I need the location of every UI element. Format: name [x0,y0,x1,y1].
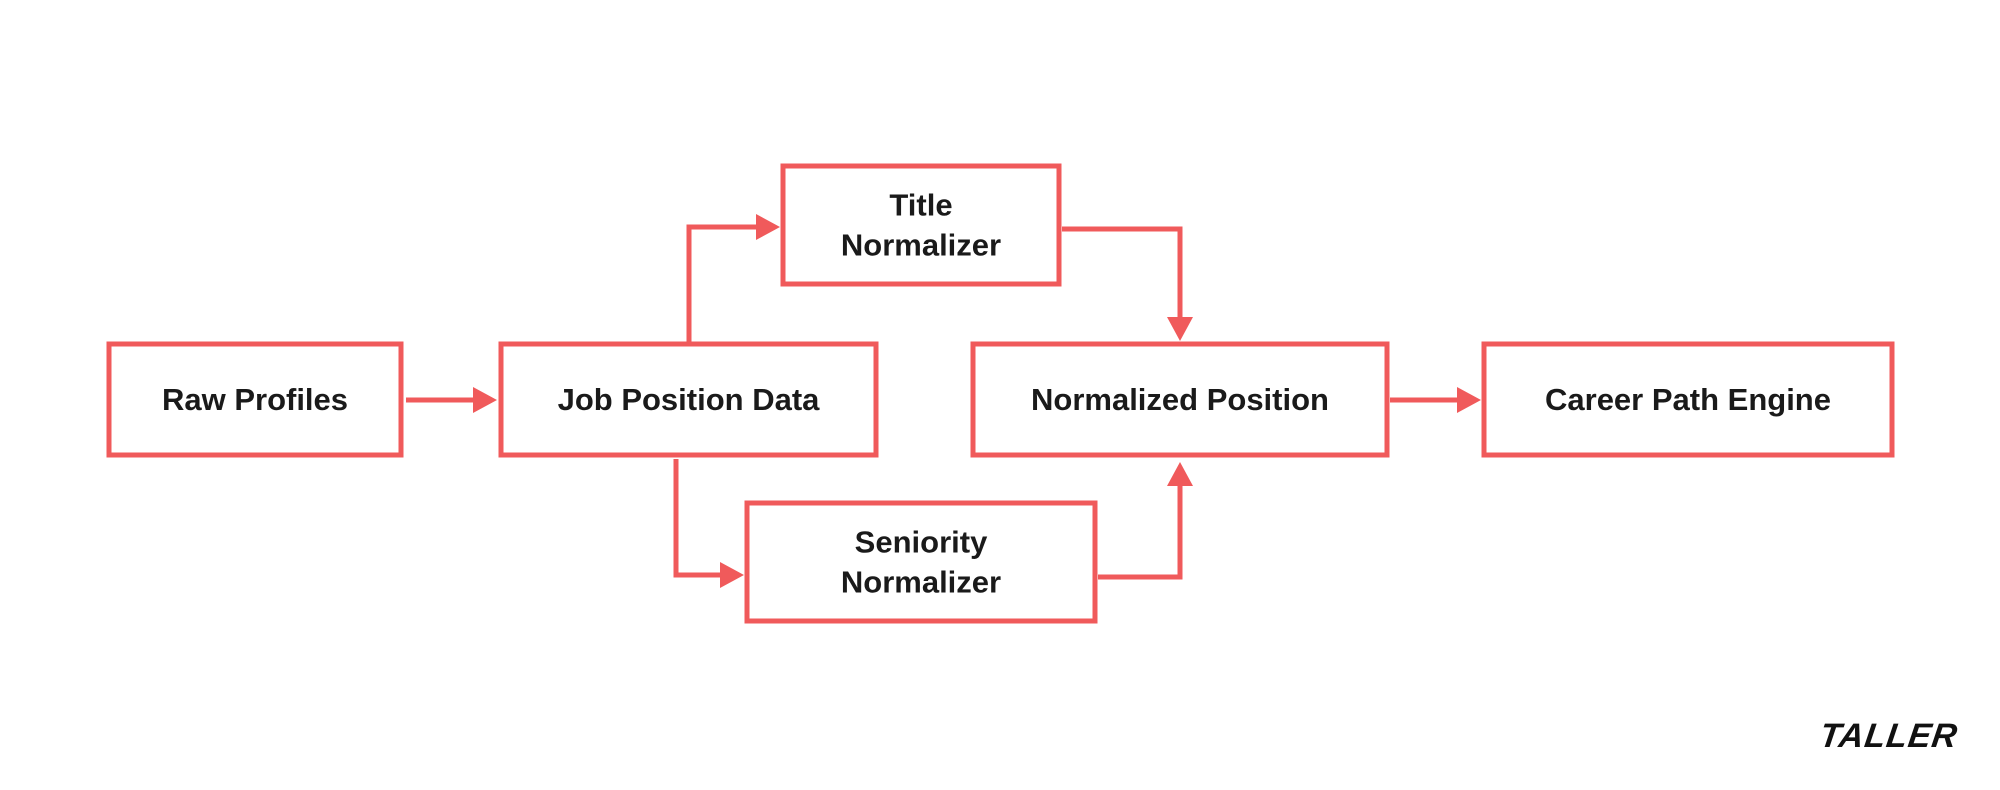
arrowhead-icon [756,214,780,240]
arrowhead-icon [720,562,744,588]
arrowhead-icon [473,387,497,413]
node-label: Career Path Engine [1545,382,1831,417]
edge-title-normalizer-to-normalized-position [1062,226,1193,341]
edge-raw-profiles-to-job-position-data [406,387,497,413]
node-career-path-engine: Career Path Engine [1481,341,1895,458]
node-raw-profiles: Raw Profiles [106,341,404,458]
node-label: Normalizer [841,565,1001,600]
node-box [106,341,404,458]
edge-seniority-normalizer-to-normalized-position [1098,462,1193,580]
node-box [970,341,1390,458]
node-box [744,500,1098,624]
node-label: Title [889,188,952,223]
nodes-layer: Raw Profiles Job Position Data TitleNormal… [106,163,1895,624]
arrowhead-icon [1457,387,1481,413]
edge-job-position-data-to-title-normalizer [686,214,780,342]
node-label: Raw Profiles [162,382,348,417]
node-job-position-data: Job Position Data [498,341,879,458]
edge-line [1062,226,1183,317]
edge-line [1098,486,1183,580]
node-label: Seniority [855,525,988,560]
edge-line [686,224,756,342]
node-box [1481,341,1895,458]
node-box [780,163,1062,287]
node-normalized-position: Normalized Position [970,341,1390,458]
taller-logo: TALLER [1817,717,1961,755]
node-label: Job Position Data [558,382,821,417]
edge-line [673,459,720,578]
node-label: Normalized Position [1031,382,1329,417]
edge-job-position-data-to-seniority-normalizer [673,459,744,588]
arrowhead-icon [1167,317,1193,341]
edge-normalized-position-to-career-path-engine [1390,387,1481,413]
edges-layer [406,214,1481,588]
node-box [498,341,879,458]
arrowhead-icon [1167,462,1193,486]
node-label: Normalizer [841,228,1001,263]
